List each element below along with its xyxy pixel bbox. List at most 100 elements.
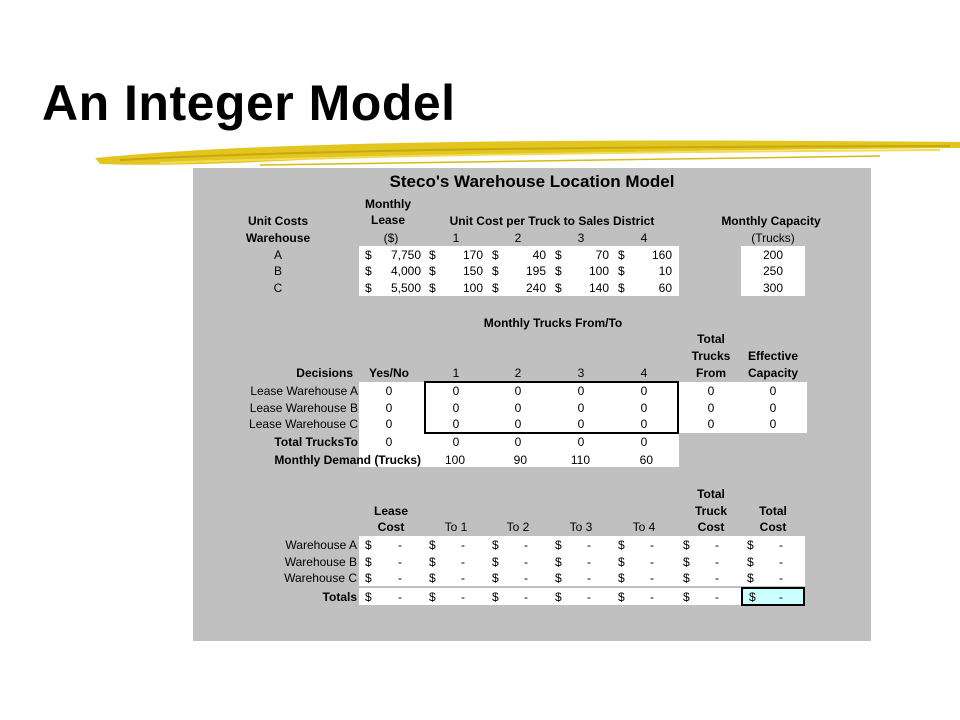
totals-total-cost[interactable]: - (779, 590, 783, 604)
effective-capacity-cell-a[interactable]: 0 (769, 384, 777, 398)
unit-cost-cell-b-4[interactable]: 10 (658, 264, 672, 278)
unit-cost-cell-c-3[interactable]: 140 (588, 281, 609, 295)
total-from-cell-b[interactable]: 0 (707, 401, 715, 415)
summary-to2-cost-b[interactable]: - (524, 555, 528, 569)
demand-cell-3[interactable]: 110 (570, 453, 590, 467)
summary-total-cost-c[interactable]: - (779, 571, 783, 585)
trucks-cell-b-3[interactable]: 0 (577, 401, 585, 415)
summary-to4-cost-a[interactable]: - (650, 538, 654, 552)
summary-to2-cost-c[interactable]: - (524, 571, 528, 585)
yes-no-cell-b[interactable]: 0 (385, 401, 393, 415)
header-district-3: 3 (577, 366, 585, 380)
unit-cost-cell-c-4[interactable]: 60 (658, 281, 672, 295)
total-from-cell-a[interactable]: 0 (707, 384, 715, 398)
header-district-4: 4 (640, 366, 648, 380)
total-trucks-to-cell-1[interactable]: 0 (452, 435, 460, 449)
total-trucks-to-cell-4[interactable]: 0 (640, 435, 648, 449)
header-effective: Effective (747, 349, 799, 363)
summary-to1-cost-c[interactable]: - (461, 571, 465, 585)
currency-symbol: $ (365, 248, 372, 262)
summary-warehouse-a-label: Warehouse A (285, 538, 357, 552)
unit-cost-cell-a-1[interactable]: 170 (462, 248, 483, 262)
trucks-cell-c-4[interactable]: 0 (640, 417, 648, 431)
yes-no-cell-a[interactable]: 0 (385, 384, 393, 398)
summary-lease-cost-a[interactable]: - (398, 538, 402, 552)
currency-symbol: $ (555, 281, 562, 295)
totals-to2-cost[interactable]: - (524, 590, 528, 604)
summary-truck-cost-c[interactable]: - (715, 571, 719, 585)
warehouse-b-label: B (273, 264, 282, 278)
header-monthly: Monthly (365, 197, 411, 211)
unit-cost-cell-c-1[interactable]: 100 (462, 281, 483, 295)
effective-capacity-cell-c[interactable]: 0 (769, 417, 777, 431)
capacity-cell-b[interactable]: 250 (762, 264, 784, 278)
total-cost-objective-cell[interactable] (741, 587, 805, 606)
summary-lease-cost-c[interactable]: - (398, 571, 402, 585)
summary-lease-cost-b[interactable]: - (398, 555, 402, 569)
trucks-cell-c-1[interactable]: 0 (452, 417, 460, 431)
header-total-truck-cost-2: Truck (694, 504, 727, 518)
trucks-cell-a-2[interactable]: 0 (514, 384, 522, 398)
unit-cost-cell-a-2[interactable]: 40 (532, 248, 546, 262)
summary-to4-cost-b[interactable]: - (650, 555, 654, 569)
summary-truck-cost-a[interactable]: - (715, 538, 719, 552)
currency-symbol: $ (365, 538, 372, 552)
trucks-cell-c-3[interactable]: 0 (577, 417, 585, 431)
trucks-cell-b-4[interactable]: 0 (640, 401, 648, 415)
total-trucks-to-yes-no-cell[interactable]: 0 (385, 435, 393, 449)
trucks-cell-b-2[interactable]: 0 (514, 401, 522, 415)
total-from-cell-c[interactable]: 0 (707, 417, 715, 431)
trucks-cell-a-4[interactable]: 0 (640, 384, 648, 398)
demand-cell-1[interactable]: 100 (444, 453, 465, 467)
summary-to2-cost-a[interactable]: - (524, 538, 528, 552)
slide-title: An Integer Model (42, 75, 456, 131)
total-trucks-to-cell-3[interactable]: 0 (577, 435, 585, 449)
currency-symbol: $ (429, 538, 436, 552)
currency-symbol: $ (683, 555, 690, 569)
unit-cost-cell-b-3[interactable]: 100 (588, 264, 609, 278)
totals-to4-cost[interactable]: - (650, 590, 654, 604)
summary-to4-cost-c[interactable]: - (650, 571, 654, 585)
decision-area (359, 382, 807, 433)
unit-cost-cell-a-4[interactable]: 160 (651, 248, 672, 262)
trucks-cell-a-3[interactable]: 0 (577, 384, 585, 398)
totals-truck-cost[interactable]: - (715, 590, 719, 604)
lease-cost-cell-a[interactable]: 7,750 (390, 248, 421, 262)
summary-truck-cost-b[interactable]: - (715, 555, 719, 569)
lease-cost-cell-c[interactable]: 5,500 (390, 281, 421, 295)
currency-symbol: $ (429, 571, 436, 585)
yes-no-cell-c[interactable]: 0 (385, 417, 393, 431)
summary-warehouse-b-label: Warehouse B (284, 555, 357, 569)
trucks-cell-c-2[interactable]: 0 (514, 417, 522, 431)
effective-capacity-cell-b[interactable]: 0 (769, 401, 777, 415)
unit-cost-cell-b-1[interactable]: 150 (462, 264, 483, 278)
demand-cell-4[interactable]: 60 (639, 453, 653, 467)
unit-cost-cell-a-3[interactable]: 70 (595, 248, 609, 262)
summary-total-cost-b[interactable]: - (779, 555, 783, 569)
demand-cell-2[interactable]: 90 (513, 453, 527, 467)
summary-to3-cost-a[interactable]: - (587, 538, 591, 552)
summary-total-cost-a[interactable]: - (779, 538, 783, 552)
currency-symbol: $ (492, 248, 499, 262)
totals-lease-cost[interactable]: - (398, 590, 402, 604)
currency-symbol: $ (429, 264, 436, 278)
currency-symbol: $ (492, 590, 499, 604)
capacity-cell-c[interactable]: 300 (762, 281, 784, 295)
unit-cost-cell-c-2[interactable]: 240 (525, 281, 546, 295)
lease-cost-cell-b[interactable]: 4,000 (390, 264, 421, 278)
totals-to1-cost[interactable]: - (461, 590, 465, 604)
trucks-cell-b-1[interactable]: 0 (452, 401, 460, 415)
total-trucks-to-cell-2[interactable]: 0 (514, 435, 522, 449)
unit-cost-cell-b-2[interactable]: 195 (525, 264, 546, 278)
summary-to3-cost-c[interactable]: - (587, 571, 591, 585)
trucks-cell-a-1[interactable]: 0 (452, 384, 460, 398)
capacity-cell-a[interactable]: 200 (762, 248, 784, 262)
summary-to1-cost-a[interactable]: - (461, 538, 465, 552)
header-total-cost-1: Total (759, 504, 787, 518)
totals-to3-cost[interactable]: - (587, 590, 591, 604)
header-monthly-trucks: Monthly Trucks From/To (483, 316, 623, 330)
currency-symbol: $ (618, 264, 625, 278)
currency-symbol: $ (618, 248, 625, 262)
summary-to1-cost-b[interactable]: - (461, 555, 465, 569)
summary-to3-cost-b[interactable]: - (587, 555, 591, 569)
